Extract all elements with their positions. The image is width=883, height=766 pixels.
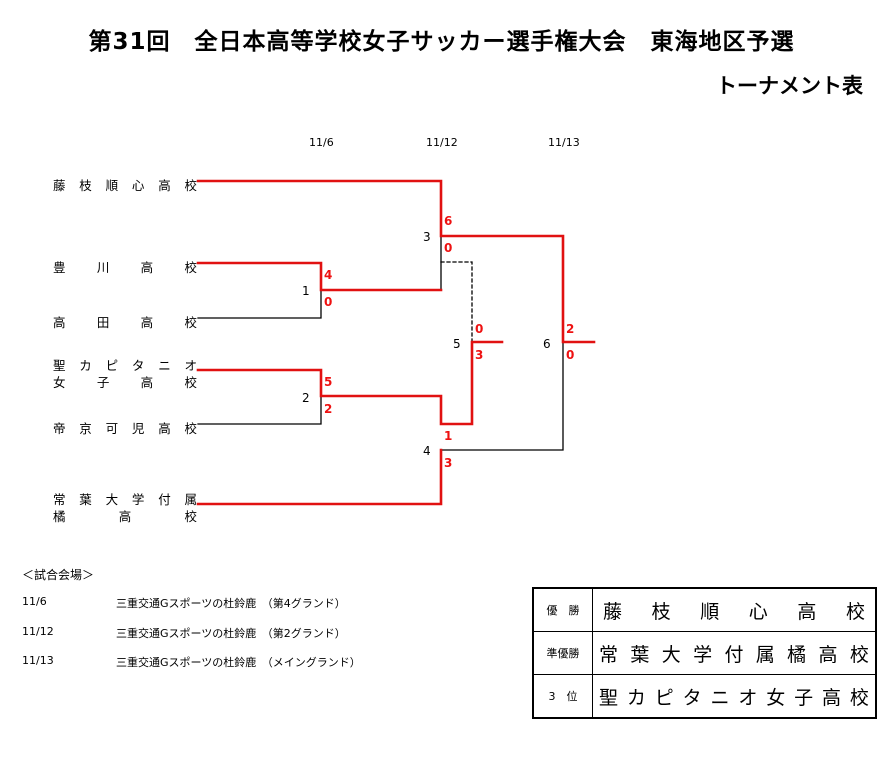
match-4-score-bottom: 3: [444, 456, 453, 470]
team-1: 藤枝順心高校: [53, 178, 197, 193]
round3-date: 11/13: [548, 136, 580, 149]
line-takada: [197, 289, 322, 319]
match-2-number: 2: [302, 391, 310, 405]
team-6-line1: 常葉大学付属: [53, 492, 197, 507]
match-5-score-bottom: 3: [475, 348, 484, 362]
match-2-score-bottom: 2: [324, 402, 333, 416]
match-5-number: 5: [453, 337, 461, 351]
result-row-runnerup: 準優勝 常葉大学付属橘高校: [532, 631, 877, 675]
result-label: 優 勝: [532, 587, 593, 632]
page-title: 第31回 全日本高等学校女子サッカー選手権大会 東海地区予選: [88, 29, 795, 55]
result-label: 3 位: [532, 674, 593, 719]
match-1-number: 1: [302, 284, 310, 298]
match-4-number: 4: [423, 444, 431, 458]
match-2-score-top: 5: [324, 375, 333, 389]
match-1-score-top: 4: [324, 268, 333, 282]
venue-date-3: 11/13: [22, 654, 54, 667]
venue-name-2: 三重交通Gスポーツの杜鈴鹿 （第2グランド）: [116, 627, 346, 640]
match-3-number: 3: [423, 230, 431, 244]
line-seikapitanio: [196, 340, 504, 426]
match-3-score-top: 6: [444, 214, 453, 228]
line-toyokawa: [196, 261, 443, 292]
team-3: 高田高校: [53, 315, 197, 330]
venues-heading: ＜試合会場＞: [22, 568, 95, 582]
round2-date: 11/12: [426, 136, 458, 149]
team-4-line1: 聖カピタニオ: [53, 358, 197, 373]
result-team: 聖カピタニオ女子高校: [592, 674, 877, 719]
match-4-score-top: 1: [444, 429, 453, 443]
match-1-score-bottom: 0: [324, 295, 333, 309]
result-row-third: 3 位 聖カピタニオ女子高校: [532, 674, 877, 719]
match-3-score-bottom: 0: [444, 241, 453, 255]
line-m5-dashed: [440, 261, 473, 343]
line-teikyo: [197, 395, 322, 425]
team-4-line2: 女子高校: [53, 375, 197, 390]
result-team: 藤枝順心高校: [592, 587, 877, 632]
page-subtitle: トーナメント表: [716, 74, 863, 98]
match-5-score-top: 0: [475, 322, 484, 336]
team-5: 帝京可児高校: [53, 421, 197, 436]
line-m4-winner: [440, 341, 564, 451]
result-label: 準優勝: [532, 631, 593, 675]
result-team: 常葉大学付属橘高校: [592, 631, 877, 675]
venue-date-2: 11/12: [22, 625, 54, 638]
team-6-line2: 橘高校: [53, 509, 197, 524]
line-tokoha: [196, 448, 443, 506]
venue-date-1: 11/6: [22, 595, 47, 608]
match-6-score-bottom: 0: [566, 348, 575, 362]
match-6-number: 6: [543, 337, 551, 351]
team-2: 豊川高校: [53, 260, 197, 275]
results-table: 優 勝 藤枝順心高校 準優勝 常葉大学付属橘高校 3 位 聖カピタニオ女子高校: [532, 587, 877, 719]
venue-name-3: 三重交通Gスポーツの杜鈴鹿 （メイングランド）: [116, 656, 361, 669]
result-row-winner: 優 勝 藤枝順心高校: [532, 587, 877, 632]
line-fujieda: [196, 179, 596, 344]
round1-date: 11/6: [309, 136, 334, 149]
venue-name-1: 三重交通Gスポーツの杜鈴鹿 （第4グランド）: [116, 597, 346, 610]
match-6-score-top: 2: [566, 322, 575, 336]
